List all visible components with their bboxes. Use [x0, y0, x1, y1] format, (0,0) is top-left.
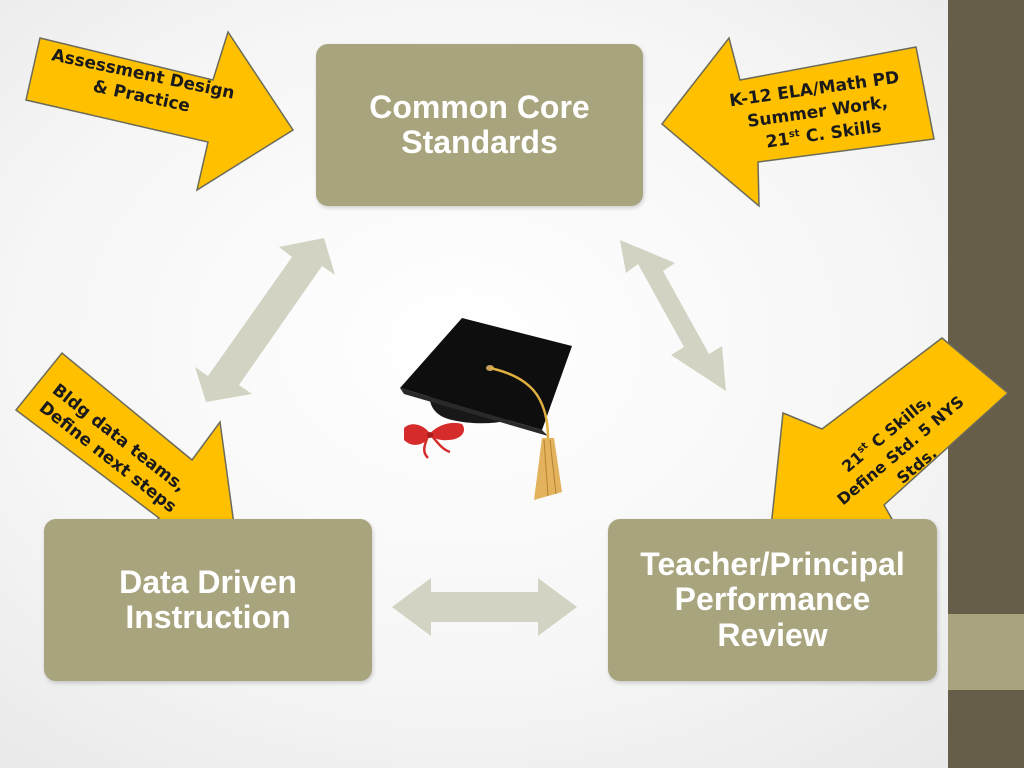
callout-assessment-arrow — [25, 30, 295, 192]
connector-bottom-double-arrow — [392, 578, 577, 636]
connector-right-double-arrow — [620, 240, 726, 391]
box-common-core-standards: Common Core Standards — [316, 44, 643, 206]
box-common-core-label: Common Core Standards — [369, 88, 590, 160]
box-teacher-principal-review: Teacher/Principal Performance Review — [608, 519, 937, 681]
sidebar-light-block — [948, 614, 1024, 690]
callout-k12-line3-sup: st — [788, 128, 800, 140]
box-data-driven-label: Data Driven Instruction — [119, 563, 297, 635]
box-teacher-principal-label: Teacher/Principal Performance Review — [640, 546, 905, 653]
connector-arrows — [195, 238, 726, 636]
box-data-driven-instruction: Data Driven Instruction — [44, 519, 372, 681]
callout-k12-arrow — [660, 36, 935, 208]
connector-left-double-arrow — [195, 238, 335, 402]
callout-k12-line3-prefix: 21 — [765, 129, 791, 152]
graduation-cap-icon — [400, 318, 572, 500]
